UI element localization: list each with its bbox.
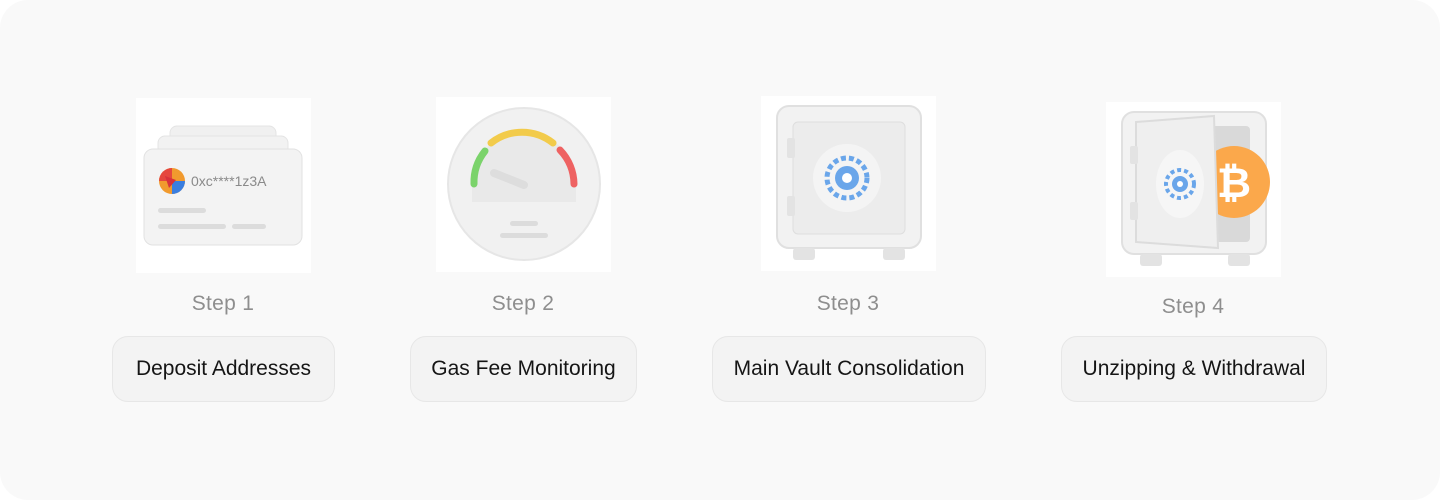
wallet-card-icon: 0xc****1z3A bbox=[136, 98, 311, 273]
step-label-2: Step 2 bbox=[491, 292, 555, 315]
open-vault-bitcoin-icon: ₿ bbox=[1106, 102, 1281, 277]
step-title-main-vault-consolidation: Main Vault Consolidation bbox=[712, 336, 986, 402]
svg-text:₿: ₿ bbox=[1217, 158, 1251, 207]
step-title-deposit-addresses: Deposit Addresses bbox=[112, 336, 335, 402]
gauge-icon bbox=[436, 97, 611, 272]
step-title-gas-fee-monitoring: Gas Fee Monitoring bbox=[410, 336, 637, 402]
step-title-unzipping-withdrawal: Unzipping & Withdrawal bbox=[1061, 336, 1327, 402]
step-label-3: Step 3 bbox=[816, 292, 880, 315]
wallet-address-text: 0xc****1z3A bbox=[191, 173, 267, 189]
vault-icon bbox=[761, 96, 936, 271]
token-logo-icon bbox=[159, 168, 185, 194]
step-label-4: Step 4 bbox=[1161, 295, 1225, 318]
step-label-1: Step 1 bbox=[191, 292, 255, 315]
